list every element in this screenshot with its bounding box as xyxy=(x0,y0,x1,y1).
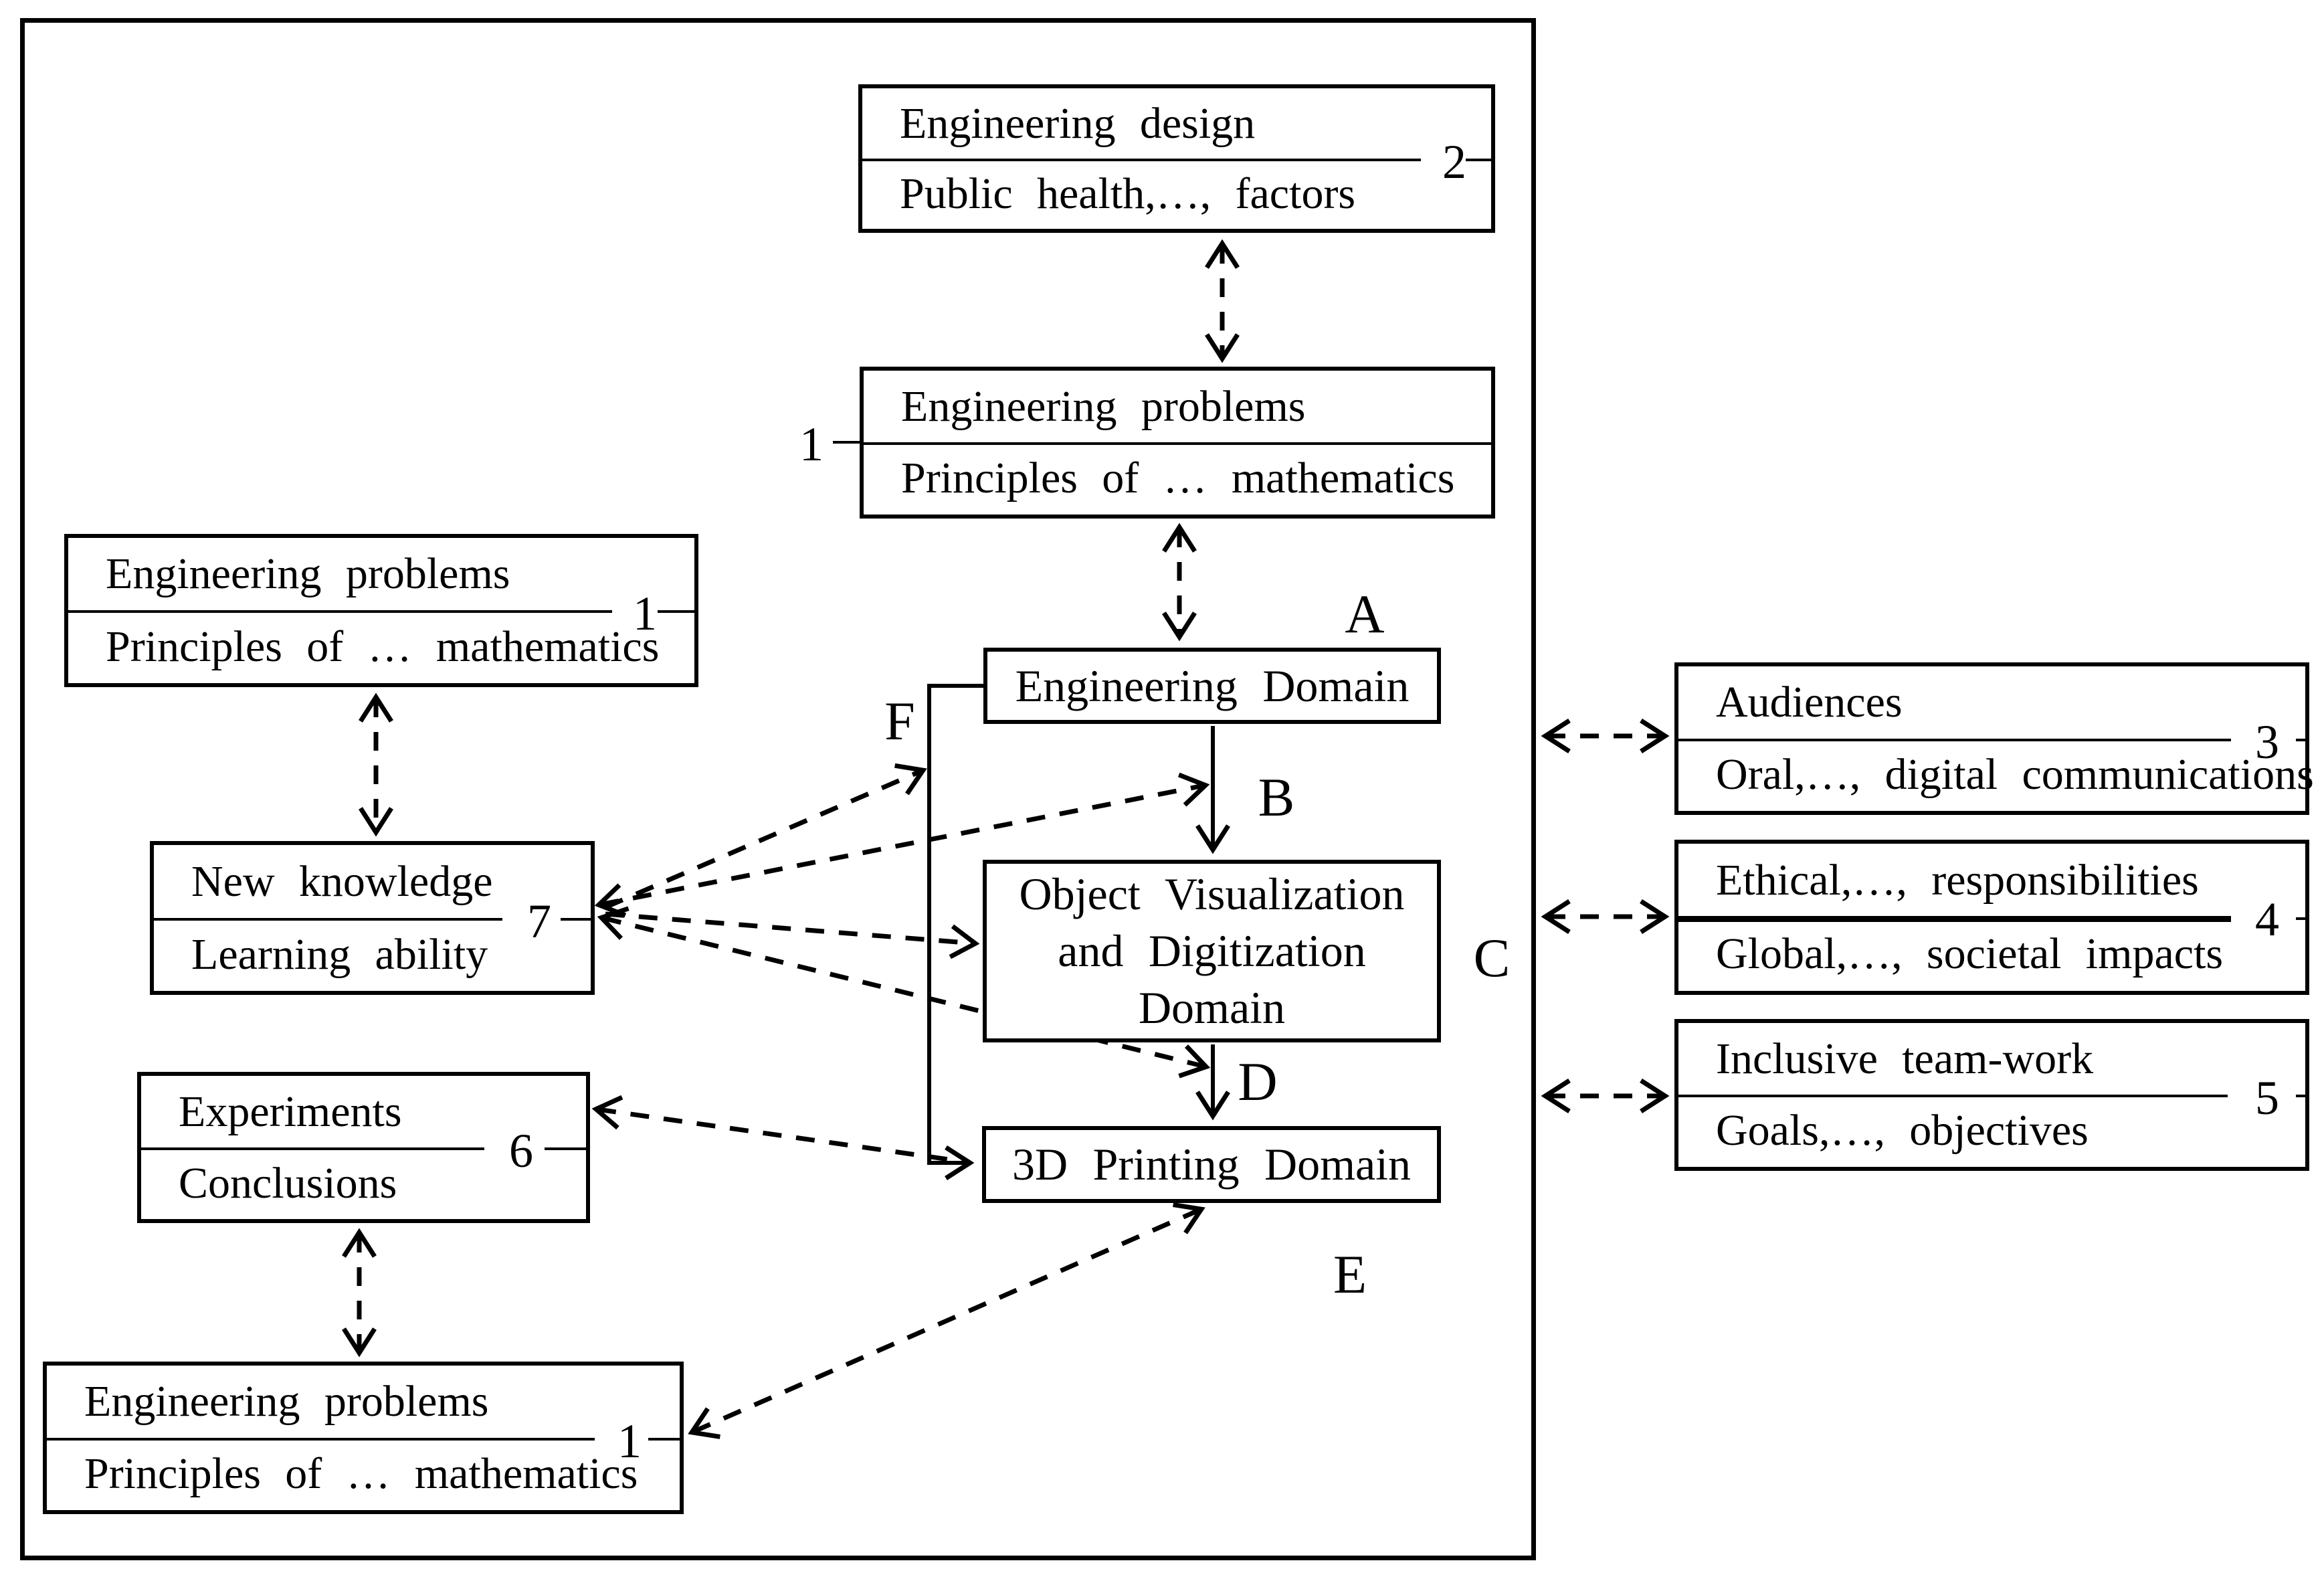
printing-domain-label: 3D Printing Domain xyxy=(1011,1139,1412,1190)
box-engineering-design-detail: Public health,…, factors xyxy=(900,169,1356,218)
box-number-2: 2 xyxy=(1442,135,1466,189)
box-engineering-problems-center: Engineering problems Principles of … mat… xyxy=(799,367,1495,519)
box-engineering-problems-bottom: Engineering problems Principles of … mat… xyxy=(43,1362,684,1514)
box-audiences: Audiences Oral,…, digital communications… xyxy=(1674,662,2314,815)
box-title: New knowledge xyxy=(191,856,493,906)
objviz-line3: Domain xyxy=(1138,982,1286,1033)
box-number-6: 6 xyxy=(509,1124,533,1178)
arrow-f-bypass-a-to-e xyxy=(927,684,983,1180)
divider xyxy=(1678,1095,2228,1097)
box-object-visualization-domain: Object Visualization and Digitization Do… xyxy=(983,860,1441,1042)
box-number-4: 4 xyxy=(2255,893,2279,946)
box-number-1-bottom: 1 xyxy=(617,1414,642,1468)
box-number-1-left: 1 xyxy=(633,587,657,640)
box-title: Ethical,…, responsibilities xyxy=(1716,856,2199,905)
arrow-7-to-objviz xyxy=(605,911,980,959)
divider-dash xyxy=(2296,739,2305,741)
box-title: Experiments xyxy=(179,1087,402,1136)
box-detail: Conclusions xyxy=(179,1158,397,1208)
engineering-domain-label: Engineering Domain xyxy=(1015,660,1410,711)
box-title: Inclusive team-work xyxy=(1716,1034,2094,1083)
divider-dash xyxy=(1466,159,1491,161)
box-engineering-domain: Engineering Domain xyxy=(983,648,1441,724)
divider-dash xyxy=(648,1438,680,1441)
box-new-knowledge: New knowledge Learning ability 7 xyxy=(150,841,595,995)
divider xyxy=(68,610,612,613)
box-title: Engineering problems xyxy=(84,1377,489,1426)
label-e: E xyxy=(1333,1244,1367,1305)
box-teamwork: Inclusive team-work Goals,…, objectives … xyxy=(1674,1019,2309,1171)
box-experiments: Experiments Conclusions 6 xyxy=(137,1072,590,1223)
divider xyxy=(154,918,502,921)
divider xyxy=(864,442,1491,445)
box-title: Engineering problems xyxy=(901,381,1306,431)
box-engineering-problems-left: Engineering problems Principles of … mat… xyxy=(64,534,698,687)
box-title: Audiences xyxy=(1716,678,1903,727)
divider-dash xyxy=(545,1147,586,1150)
box-number-1-center: 1 xyxy=(799,418,824,471)
box-title: Engineering problems xyxy=(106,549,510,599)
box-3d-printing-domain: 3D Printing Domain xyxy=(982,1126,1441,1203)
box-number-3: 3 xyxy=(2255,715,2279,769)
box-engineering-design: Engineering design Public health,…, fact… xyxy=(858,84,1495,233)
outer-frame xyxy=(20,18,1536,1560)
divider-dash xyxy=(561,918,591,921)
divider-dash xyxy=(2296,1095,2305,1097)
divider xyxy=(862,159,1421,161)
box-engineering-design-title: Engineering design xyxy=(900,98,1256,148)
label-f: F xyxy=(884,690,915,751)
objviz-line2: and Digitization xyxy=(1058,925,1366,976)
label-a: A xyxy=(1345,583,1385,644)
divider xyxy=(1678,916,2231,922)
objviz-line1: Object Visualization xyxy=(1019,868,1405,919)
divider xyxy=(141,1147,484,1150)
label-b: B xyxy=(1258,767,1295,828)
box-detail: Principles of … mathematics xyxy=(106,622,660,671)
divider xyxy=(47,1438,595,1441)
divider xyxy=(1678,739,2231,741)
arrow-7-to-b xyxy=(594,772,1210,918)
arrow-7-to-f xyxy=(604,763,927,910)
divider-dash xyxy=(658,610,694,613)
arrow-box1bottom-to-3dprinting xyxy=(688,1202,1205,1439)
box-detail: Goals,…, objectives xyxy=(1716,1106,2089,1155)
divider-dash xyxy=(2296,917,2305,920)
box-ethical: Ethical,…, responsibilities Global,…, so… xyxy=(1674,840,2309,995)
label-d: D xyxy=(1238,1051,1278,1112)
label-c: C xyxy=(1473,927,1511,988)
box-number-5: 5 xyxy=(2255,1071,2279,1125)
box-detail: Principles of … mathematics xyxy=(84,1449,638,1498)
box-detail: Learning ability xyxy=(191,929,488,979)
box-number-7: 7 xyxy=(527,895,551,948)
box-detail: Oral,…, digital communications xyxy=(1716,750,2314,799)
box-detail: Principles of … mathematics xyxy=(901,454,1455,503)
box-detail: Global,…, societal impacts xyxy=(1716,929,2224,978)
arrow-6-to-3dprinting xyxy=(591,1095,964,1164)
